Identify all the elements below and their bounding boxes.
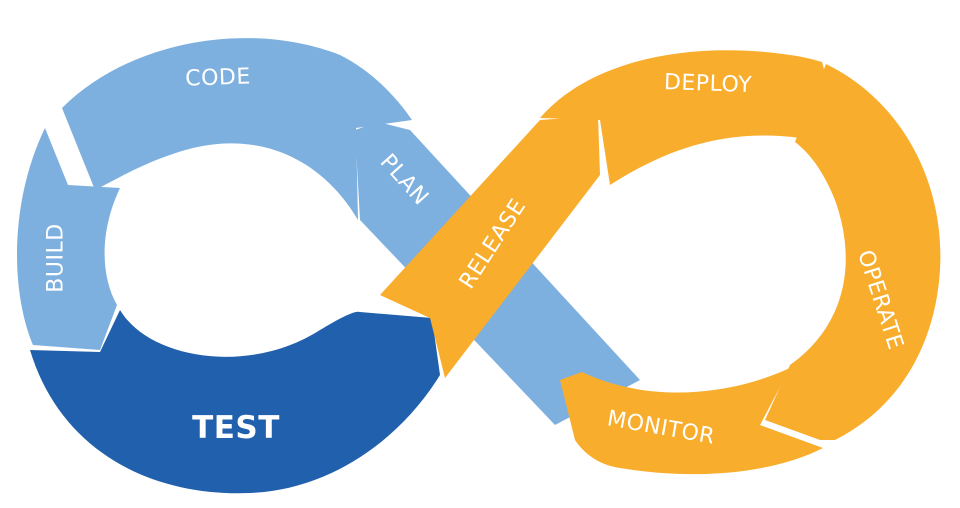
build-segment — [17, 128, 121, 350]
stage-label-code: CODE — [185, 64, 251, 91]
monitor-segment — [560, 368, 823, 475]
stage-label-test: TEST — [192, 410, 280, 446]
code-segment — [62, 38, 412, 220]
operate-segment — [765, 64, 941, 440]
stage-label-deploy: DEPLOY — [664, 70, 753, 98]
test-segment — [30, 310, 440, 494]
release-segment — [380, 116, 600, 378]
stage-label-build: BUILD — [44, 223, 69, 292]
deploy-segment — [540, 50, 838, 185]
